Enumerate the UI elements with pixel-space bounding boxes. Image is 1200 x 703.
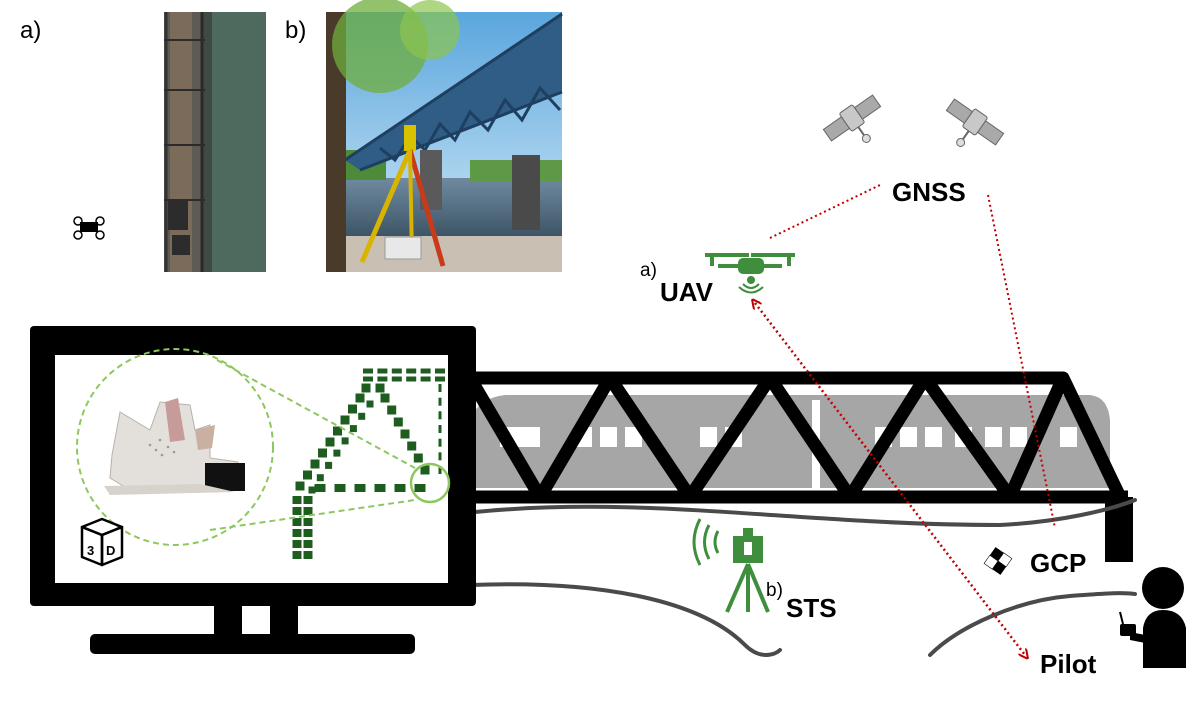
satellite-icon <box>945 98 1005 147</box>
drone-icon <box>73 216 105 240</box>
model-point <box>303 470 312 480</box>
gnss-links <box>769 184 1056 529</box>
model-point <box>303 529 313 537</box>
model-point <box>349 425 357 433</box>
model-point <box>407 441 417 451</box>
cube-3d-icon <box>80 517 124 567</box>
gnss-label: GNSS <box>892 177 966 207</box>
sts-label: STS <box>786 593 837 623</box>
model-point <box>366 400 374 408</box>
model-point <box>438 452 442 461</box>
sts-prefix-label: b) <box>766 580 783 601</box>
photo-a <box>73 12 266 272</box>
drone-icon <box>705 253 795 294</box>
model-point <box>394 484 406 492</box>
checkerboard-target-icon <box>983 547 1013 575</box>
model-point <box>292 551 302 559</box>
model-point <box>435 368 445 374</box>
monitor-icon <box>30 326 476 654</box>
model-point <box>292 496 302 504</box>
model-point <box>325 437 335 447</box>
model-point <box>414 484 426 492</box>
model-point <box>438 425 442 433</box>
model-point <box>400 429 410 439</box>
model-point <box>375 383 385 393</box>
panel-a-label: a) <box>20 17 41 44</box>
model-point <box>334 484 346 492</box>
satellite-icon <box>822 94 882 143</box>
uav-prefix-label: a) <box>640 260 657 281</box>
model-point <box>354 484 366 492</box>
model-point <box>387 405 397 415</box>
model-point <box>413 453 423 463</box>
model-point <box>292 507 302 515</box>
photo-b <box>326 0 563 272</box>
model-point <box>420 376 431 382</box>
model-point <box>420 368 431 374</box>
model-point <box>358 412 366 420</box>
model-point <box>303 551 313 559</box>
model-point <box>292 529 302 537</box>
model-point <box>303 496 313 504</box>
model-point <box>333 449 341 457</box>
model-point <box>333 426 342 436</box>
model-point <box>314 484 326 492</box>
model-point <box>308 486 316 494</box>
model-point <box>303 518 313 526</box>
model-point <box>406 368 417 374</box>
model-point <box>374 484 386 492</box>
model-point <box>406 376 417 382</box>
gcp-label: GCP <box>1030 548 1086 578</box>
panel-b-label: b) <box>285 17 306 44</box>
model-point <box>420 465 430 475</box>
model-point <box>380 393 390 403</box>
cube-label-d: D <box>106 543 115 558</box>
model-point <box>292 540 302 548</box>
model-point <box>303 507 313 515</box>
model-point <box>303 540 313 548</box>
model-point <box>341 437 349 445</box>
model-point <box>325 461 333 469</box>
model-point <box>377 368 388 374</box>
model-point <box>361 383 371 393</box>
model-point <box>355 393 365 403</box>
pilot-label: Pilot <box>1040 649 1097 679</box>
model-point <box>438 397 442 406</box>
model-point <box>363 368 373 374</box>
model-point <box>340 415 350 425</box>
model-point <box>438 438 442 447</box>
uav-pilot-link <box>755 303 1025 655</box>
model-point <box>292 518 302 526</box>
model-point <box>348 404 357 414</box>
model-point <box>391 376 402 382</box>
model-point <box>363 376 373 382</box>
cube-label-3: 3 <box>87 543 94 558</box>
model-point <box>435 376 445 382</box>
model-point <box>438 384 442 392</box>
scan-detail <box>104 398 245 495</box>
model-point <box>295 481 305 491</box>
uav-label: UAV <box>660 277 714 307</box>
model-view: 3 D <box>76 348 451 567</box>
model-point <box>438 466 442 474</box>
total-station-icon <box>692 518 770 613</box>
pilot-icon <box>1119 567 1186 668</box>
model-point <box>318 448 327 458</box>
model-point <box>316 474 324 482</box>
model-point <box>438 411 442 420</box>
model-point <box>393 417 403 427</box>
model-point <box>377 376 388 382</box>
model-point <box>391 368 402 374</box>
model-point <box>310 459 320 469</box>
